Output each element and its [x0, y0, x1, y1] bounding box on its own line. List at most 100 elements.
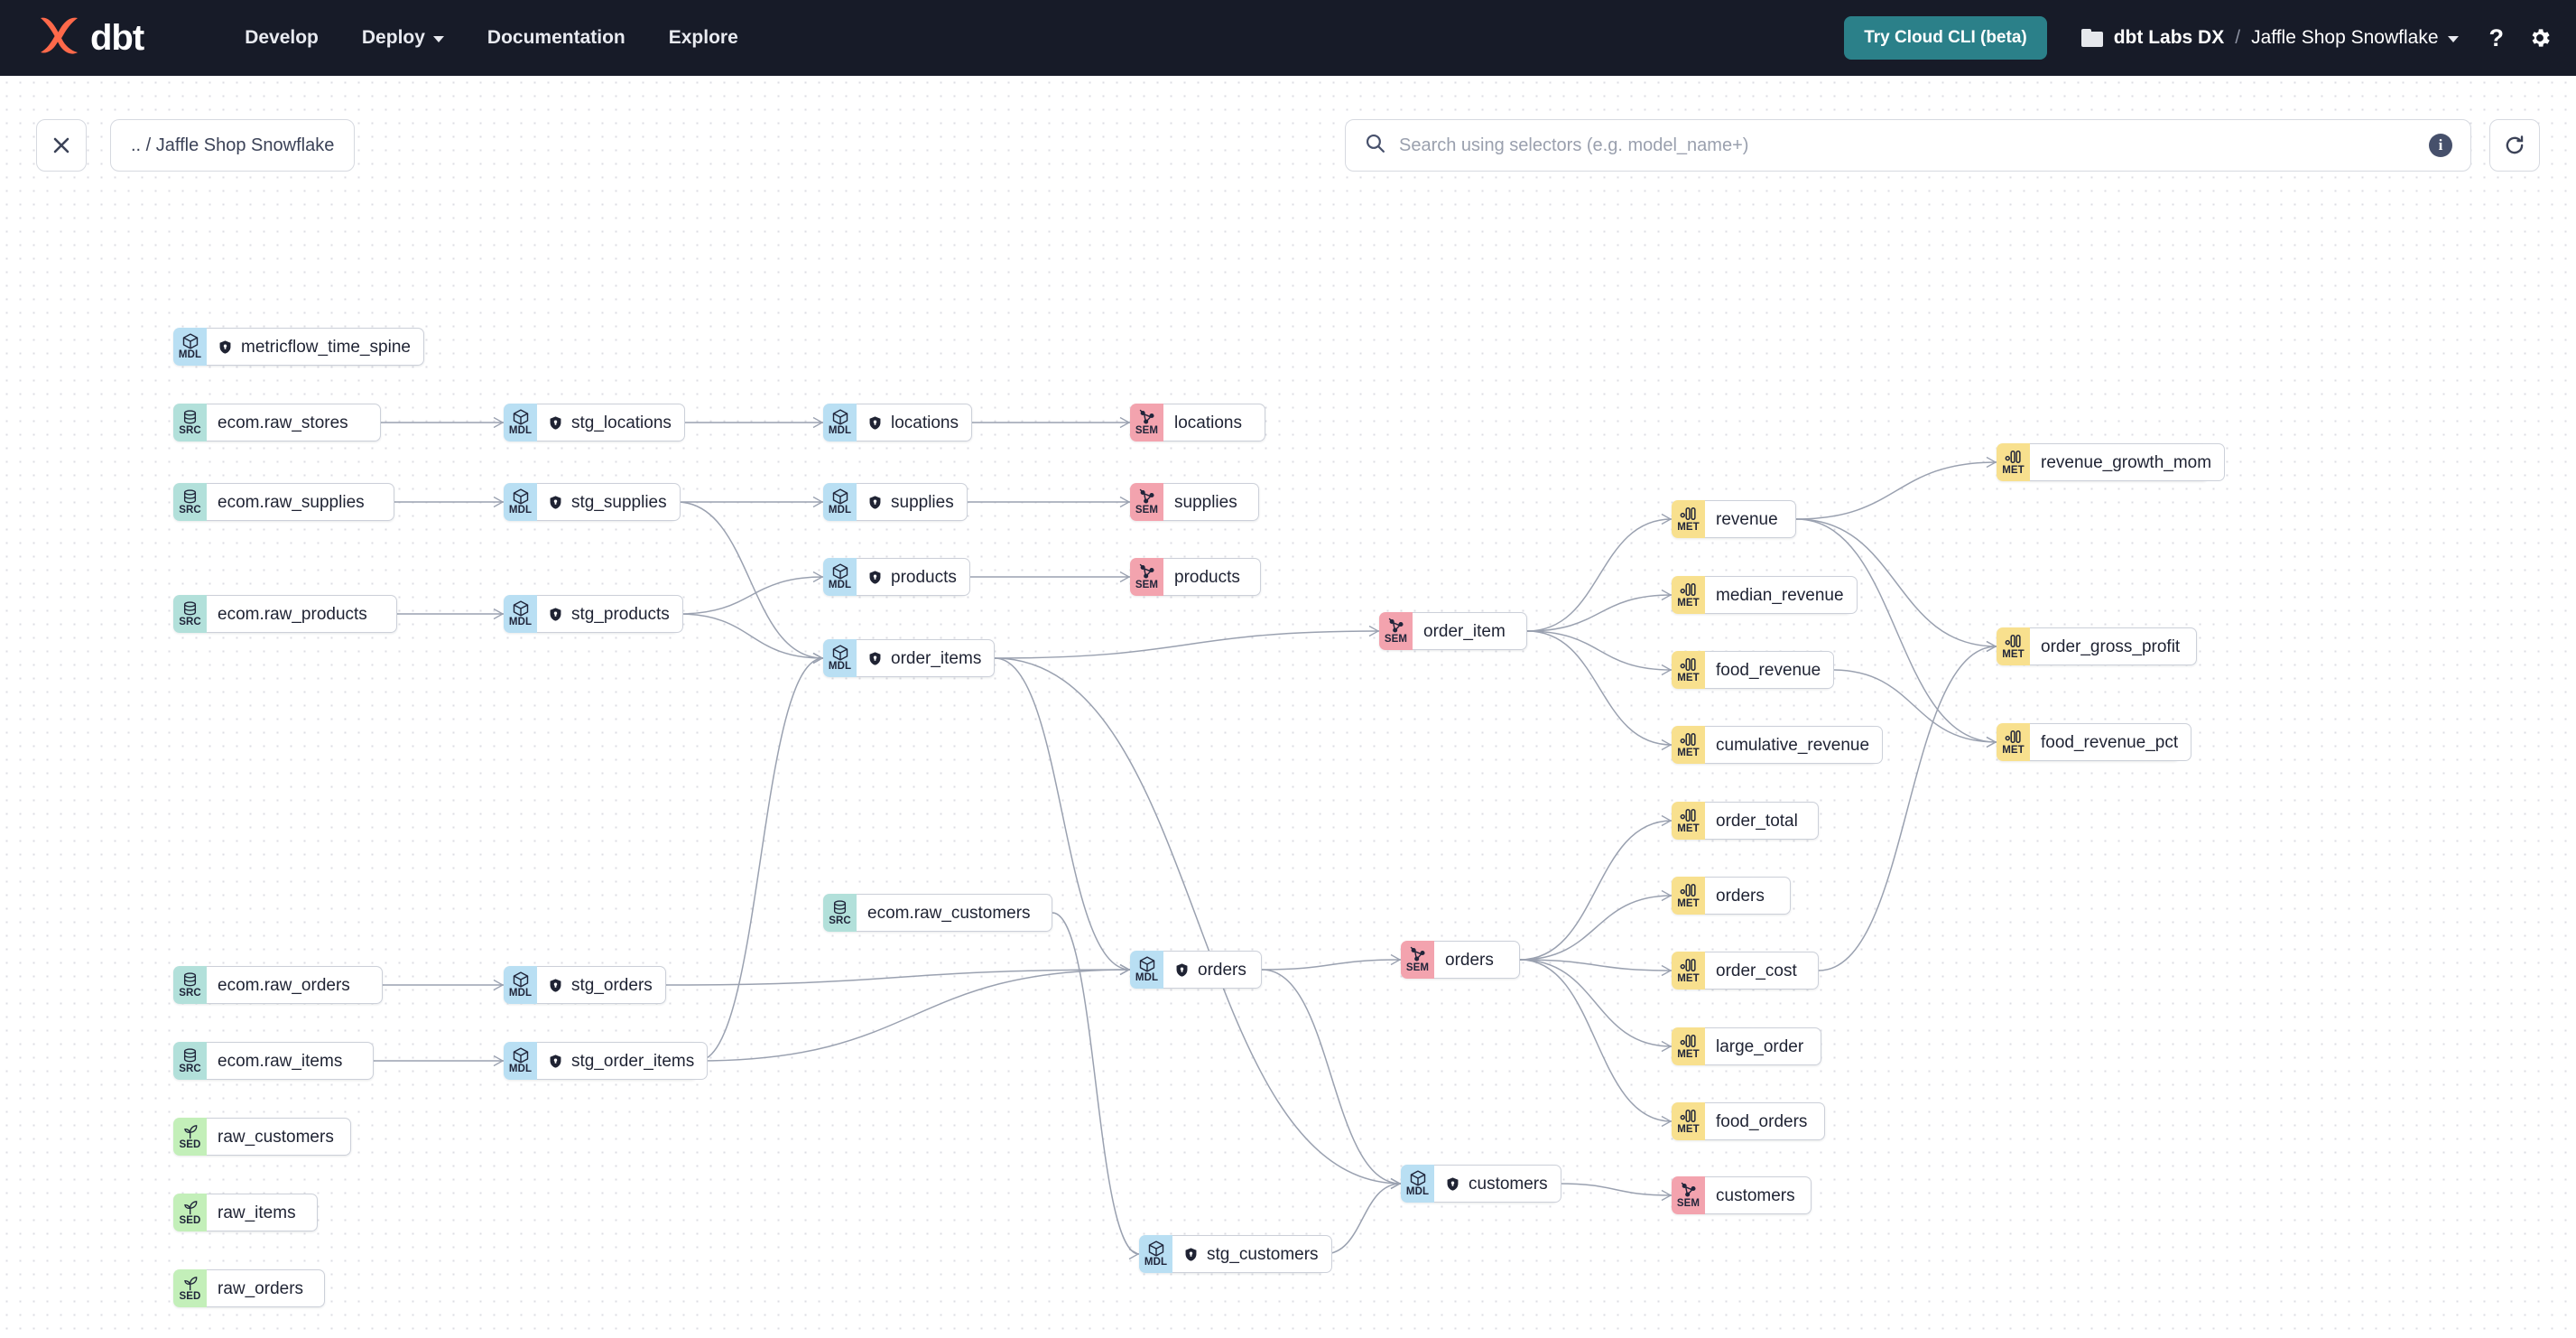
dbt-logo[interactable]: dbt: [34, 14, 144, 61]
node-type-label: MDL: [178, 348, 202, 360]
node-body[interactable]: stg_products: [537, 595, 683, 633]
node-body[interactable]: products: [1163, 558, 1261, 596]
help-icon[interactable]: ?: [2488, 23, 2505, 51]
nav-develop[interactable]: Develop: [223, 18, 340, 58]
node-body[interactable]: products: [857, 558, 970, 596]
node-body[interactable]: large_order: [1705, 1027, 1821, 1065]
node-body[interactable]: order_items: [857, 639, 996, 677]
node-body[interactable]: ecom.raw_orders: [207, 966, 383, 1004]
node-body[interactable]: order_cost: [1705, 952, 1819, 990]
node-body[interactable]: stg_customers: [1172, 1235, 1332, 1273]
breadcrumb-button[interactable]: .. / Jaffle Shop Snowflake: [110, 119, 356, 172]
node-body[interactable]: supplies: [857, 483, 968, 521]
node-body[interactable]: ecom.raw_items: [207, 1042, 374, 1080]
node-body[interactable]: ecom.raw_customers: [857, 894, 1052, 932]
nav-documentation[interactable]: Documentation: [466, 18, 647, 58]
node-body[interactable]: food_orders: [1705, 1102, 1825, 1140]
selector-search-box[interactable]: Search using selectors (e.g. model_name+…: [1345, 119, 2471, 172]
node-body[interactable]: food_revenue: [1705, 651, 1835, 689]
breadcrumb-project-selector[interactable]: Jaffle Shop Snowflake: [2251, 27, 2459, 49]
breadcrumb-org[interactable]: dbt Labs DX: [2113, 27, 2225, 48]
lineage-node-metricflow_time_spine[interactable]: MDL metricflow_time_spine: [173, 328, 424, 366]
node-body[interactable]: orders: [1434, 941, 1520, 979]
nav-deploy[interactable]: Deploy: [340, 18, 466, 58]
node-body[interactable]: revenue: [1705, 500, 1796, 538]
node-body[interactable]: locations: [1163, 404, 1265, 441]
node-body[interactable]: locations: [857, 404, 972, 441]
close-button[interactable]: [36, 119, 87, 172]
node-body[interactable]: raw_items: [207, 1194, 318, 1231]
refresh-button[interactable]: [2489, 119, 2540, 172]
node-body[interactable]: food_revenue_pct: [2030, 723, 2192, 761]
node-body[interactable]: ecom.raw_products: [207, 595, 397, 633]
node-body[interactable]: raw_customers: [207, 1118, 351, 1156]
try-cloud-cli-button[interactable]: Try Cloud CLI (beta): [1844, 16, 2047, 60]
node-body[interactable]: ecom.raw_supplies: [207, 483, 394, 521]
node-body[interactable]: customers: [1434, 1165, 1561, 1203]
nav-explore[interactable]: Explore: [647, 18, 760, 58]
node-body[interactable]: order_total: [1705, 802, 1819, 840]
node-body[interactable]: stg_locations: [537, 404, 685, 441]
node-body[interactable]: stg_orders: [537, 966, 666, 1004]
node-body[interactable]: orders: [1705, 877, 1791, 915]
node-body[interactable]: orders: [1163, 951, 1262, 989]
search-input[interactable]: Search using selectors (e.g. model_name+…: [1399, 135, 1749, 155]
node-body[interactable]: stg_order_items: [537, 1042, 709, 1080]
node-body[interactable]: stg_supplies: [537, 483, 681, 521]
node-body[interactable]: supplies: [1163, 483, 1259, 521]
node-body[interactable]: order_gross_profit: [2030, 627, 2197, 665]
node-body[interactable]: revenue_growth_mom: [2030, 443, 2226, 481]
node-body[interactable]: customers: [1705, 1176, 1812, 1214]
node-body[interactable]: raw_orders: [207, 1269, 325, 1307]
node-label: order_item: [1423, 621, 1506, 641]
info-icon[interactable]: i: [2429, 134, 2452, 157]
gear-icon[interactable]: [2527, 25, 2553, 51]
node-body[interactable]: ecom.raw_stores: [207, 404, 381, 441]
node-body[interactable]: order_item: [1413, 612, 1527, 650]
node-body[interactable]: metricflow_time_spine: [207, 328, 424, 366]
node-body[interactable]: cumulative_revenue: [1705, 726, 1884, 764]
sem-icon: [1387, 618, 1405, 634]
node-body[interactable]: median_revenue: [1705, 576, 1858, 614]
